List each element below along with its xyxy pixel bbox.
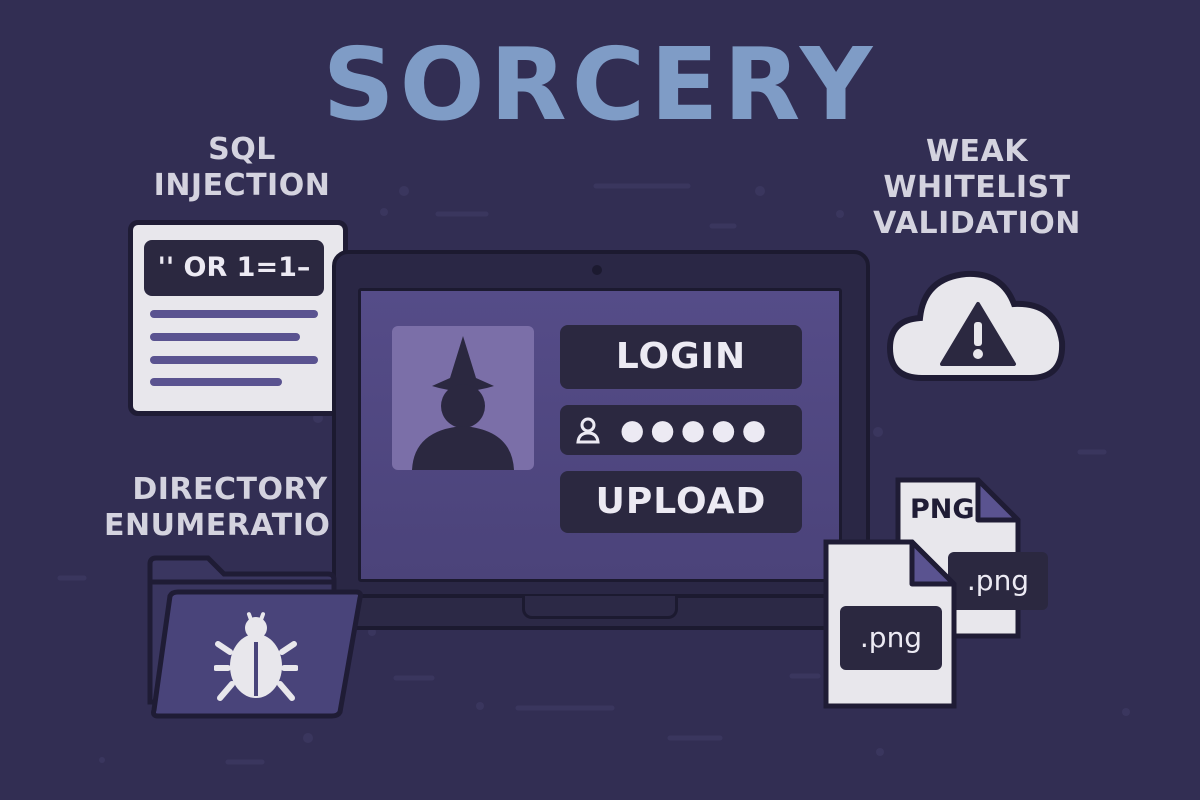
bug-icon	[214, 612, 298, 701]
directory-enumeration-line-2: ENUMERATION	[103, 508, 357, 543]
sql-payload: '' OR 1=1–	[144, 240, 324, 296]
upload-button[interactable]: UPLOAD	[560, 471, 802, 533]
sql-injection-label: SQL INJECTION	[112, 132, 372, 204]
laptop-camera	[592, 265, 602, 275]
avatar	[392, 326, 534, 470]
doc-line	[150, 356, 318, 364]
login-button[interactable]: LOGIN	[560, 325, 802, 389]
password-mask: ●●●●●	[620, 413, 773, 446]
png-extension-label: .png	[948, 552, 1048, 610]
wizard-avatar-icon	[412, 336, 514, 470]
sql-injection-line-1: SQL	[208, 132, 276, 167]
doc-line	[150, 310, 318, 318]
directory-enumeration-label: DIRECTORY ENUMERATION	[90, 472, 370, 544]
png-type-label: PNG	[910, 494, 975, 525]
page-title: SORCERY	[322, 26, 878, 143]
weak-label-line-2: WHITELIST	[883, 170, 1071, 205]
png-file-front: .png	[820, 536, 960, 712]
folder	[144, 552, 368, 720]
password-field[interactable]: ●●●●●	[560, 405, 802, 455]
user-icon	[576, 417, 600, 444]
doc-line	[150, 333, 300, 341]
weak-label-line-3: VALIDATION	[873, 206, 1081, 241]
warning-cloud	[882, 256, 1072, 386]
weak-whitelist-validation-label: WEAK WHITELIST VALIDATION	[852, 134, 1102, 242]
laptop-trackpad-notch	[522, 596, 678, 619]
warning-icon	[940, 302, 1016, 366]
doc-line	[150, 378, 282, 386]
directory-enumeration-line-1: DIRECTORY	[132, 472, 328, 507]
weak-label-line-1: WEAK	[925, 134, 1029, 169]
png-extension-label: .png	[840, 606, 942, 670]
sql-injection-line-2: INJECTION	[153, 168, 331, 203]
